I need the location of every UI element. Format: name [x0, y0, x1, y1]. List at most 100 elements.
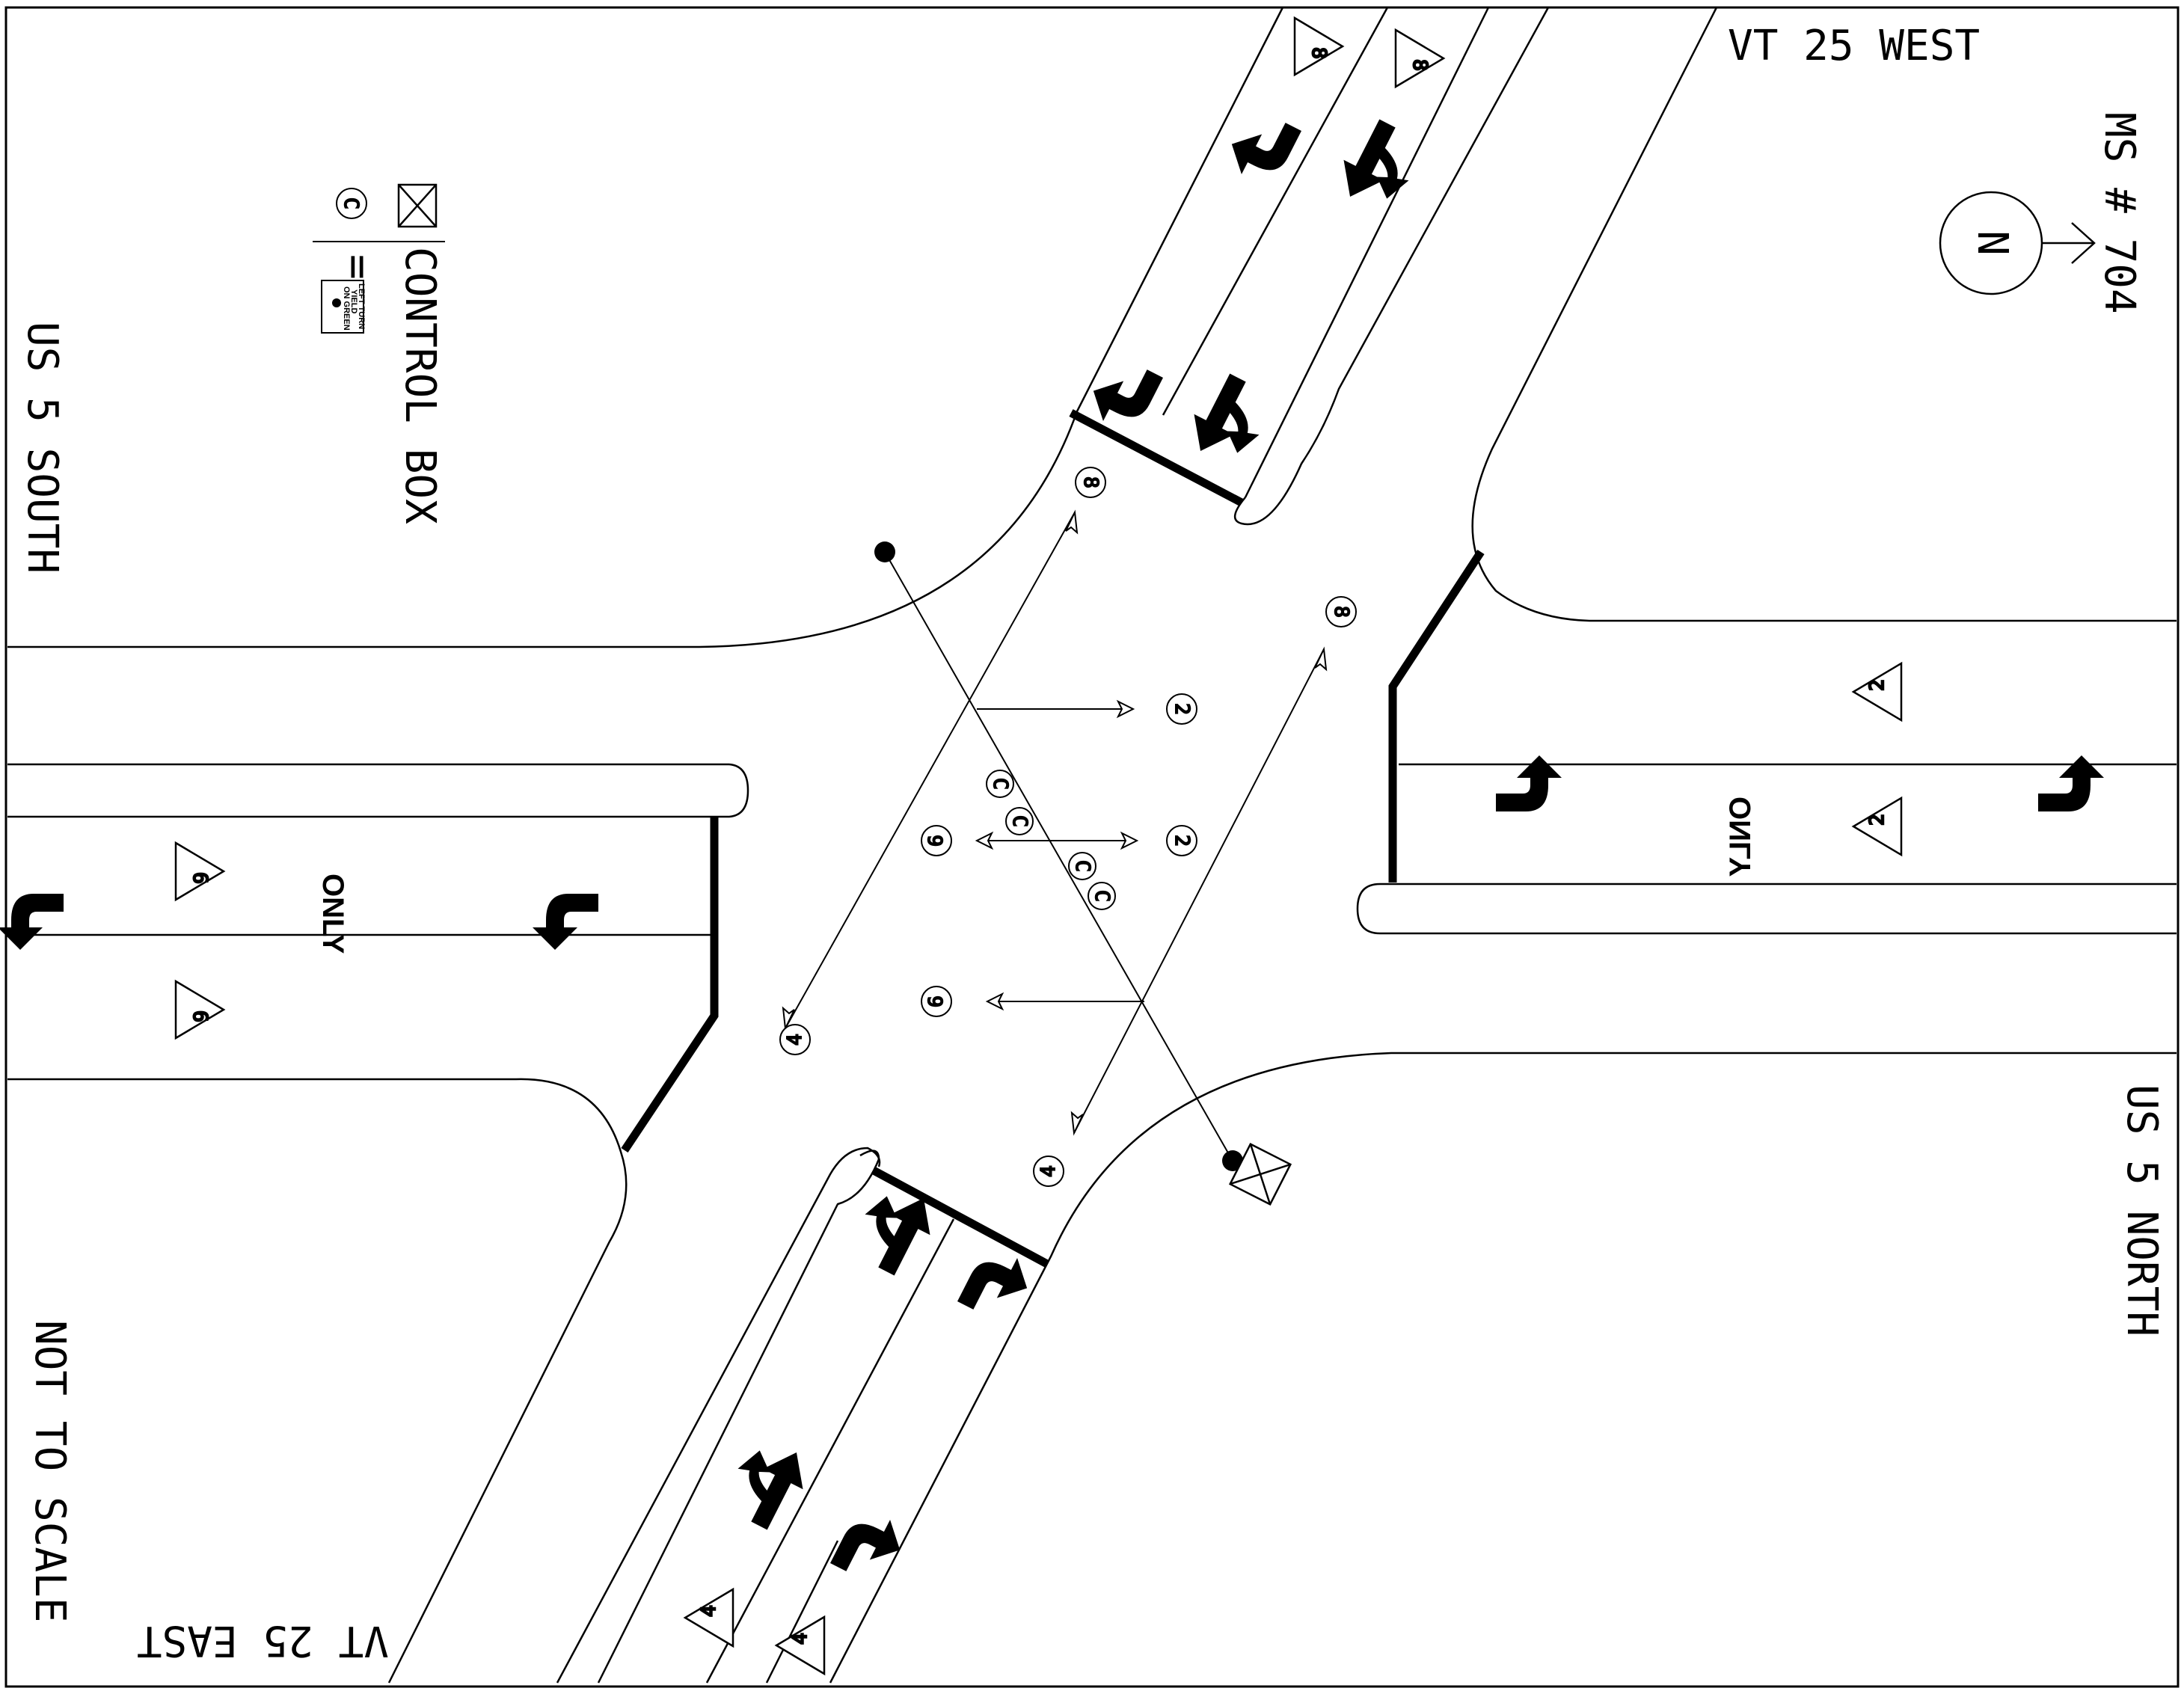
svg-text:4: 4 [1037, 1165, 1060, 1177]
legend-yield-sign: LEFT TURN YIELD ON GREEN [321, 280, 366, 334]
ne-curb [1471, 7, 2177, 622]
west-phase-6-triangle-2: 6 [174, 979, 226, 1040]
phase-circle-2b: 2 [1166, 825, 1197, 856]
north-head-line-2 [1073, 648, 1325, 1134]
legend-control-box [397, 183, 438, 228]
north-right-turn-arrow-1 [1221, 105, 1301, 190]
head-arrow-2b [1120, 831, 1139, 850]
south-phase-4-triangle-2: 4 [774, 1615, 826, 1676]
svg-text:2: 2 [1866, 814, 1889, 826]
svg-text:8: 8 [1330, 606, 1352, 618]
north-phase-8-triangle-1: 8 [1293, 16, 1345, 77]
conflict-circle-1: C [986, 770, 1014, 798]
north-lane-line-2 [1244, 7, 1490, 498]
north-label: N [1968, 230, 2016, 256]
head-arrow-2a [1116, 699, 1135, 719]
phase-circle-4a: 4 [779, 1024, 811, 1055]
north-head-line-1 [785, 512, 1076, 1029]
control-box [1228, 1142, 1292, 1206]
svg-text:6: 6 [188, 872, 211, 884]
head-arrow-6a [975, 831, 994, 850]
north-lane-line-1 [1162, 7, 1389, 416]
svg-text:C: C [340, 197, 362, 209]
vt25-east-label: VT 25 EAST [137, 1616, 389, 1665]
head-arrow-4a [782, 1006, 795, 1031]
svg-text:C: C [1008, 815, 1031, 827]
legend-equals: = [334, 254, 382, 280]
head-arrow-4b [1070, 1111, 1084, 1136]
north-stop-bar [1069, 409, 1244, 506]
south-right-turn-arrow-2 [830, 1504, 910, 1589]
svg-text:C: C [989, 778, 1011, 790]
north-phase-8-triangle-2: 8 [1394, 28, 1446, 89]
north-thru-left-arrow-1 [1330, 113, 1428, 218]
west-stop-bar [621, 817, 719, 1153]
diagonal-span-wire [884, 551, 1233, 1161]
span-poles [874, 541, 1243, 1171]
south-stop-bar [871, 1167, 1049, 1268]
svg-text:6: 6 [188, 1010, 211, 1022]
conflict-circle-4: C [1088, 882, 1116, 910]
west-phase-6-triangle-1: 6 [174, 841, 226, 902]
phase-circle-6b: 6 [921, 986, 952, 1017]
south-lane-line-1 [705, 1218, 955, 1684]
se-curb [829, 1052, 2177, 1684]
svg-text:8: 8 [1079, 476, 1102, 488]
phase-circle-4b: 4 [1033, 1156, 1064, 1187]
phase-triangles: 6 6 2 2 8 8 4 4 [174, 16, 1903, 1676]
west-island [7, 763, 749, 818]
nw-curb [7, 7, 1284, 648]
nw-pole [874, 541, 895, 562]
svg-text:4: 4 [789, 1633, 812, 1645]
us5-south-label: US 5 SOUTH [18, 322, 67, 574]
legend-conflict-circle: C [336, 188, 367, 219]
phase-circle-6a: 6 [921, 825, 952, 856]
ms-number-label: MS # 704 [2095, 112, 2144, 314]
legend: C = CONTROL BOX LEFT TURN YIELD ON GREEN [313, 183, 445, 524]
svg-text:2: 2 [1171, 835, 1193, 847]
sw-curb [7, 1078, 628, 1684]
svg-text:4: 4 [784, 1034, 806, 1046]
svg-text:8: 8 [1408, 59, 1431, 71]
svg-text:2: 2 [1866, 679, 1889, 691]
phase-circle-8a: 8 [1075, 467, 1106, 498]
west-left-turn-arrow-1 [0, 894, 64, 950]
svg-text:4: 4 [698, 1605, 720, 1617]
head-arrow-8a [1065, 509, 1079, 535]
east-phase-2-triangle-1: 2 [1851, 661, 1903, 722]
signal-head-arrows [782, 509, 1328, 1136]
east-only-marking: ONLY [1724, 797, 1757, 877]
drawing-border [4, 6, 2180, 1688]
north-arrow-head [2071, 222, 2096, 264]
svg-text:YIELD: YIELD [349, 289, 358, 313]
se-pole [1222, 1150, 1243, 1171]
phase-circle-2a: 2 [1166, 693, 1197, 725]
svg-text:6: 6 [925, 995, 948, 1007]
north-arrow [1939, 191, 2096, 295]
legend-control-box-label: CONTROL BOX [396, 247, 444, 524]
stop-bars [621, 409, 1485, 1268]
east-island [1356, 883, 2177, 935]
head-arrow-6b [985, 992, 1004, 1011]
span-wires [785, 512, 1325, 1161]
svg-text:2: 2 [1171, 703, 1193, 715]
not-to-scale-label: NOT TO SCALE [25, 1320, 74, 1623]
west-left-turn-arrow-2 [533, 894, 598, 950]
south-lane-line-2 [765, 1540, 839, 1684]
head-arrow-8b [1314, 646, 1328, 672]
phase-circles: 8 8 2 2 6 6 4 4 C C C C [779, 467, 1357, 1187]
svg-text:ON GREEN: ON GREEN [342, 286, 351, 331]
south-island [597, 1150, 880, 1684]
phase-circle-8b: 8 [1325, 596, 1357, 627]
road-edges [7, 7, 2177, 1684]
conflict-circle-3: C [1068, 852, 1096, 880]
svg-text:LEFT TURN: LEFT TURN [357, 283, 366, 329]
south-island-outline [556, 1147, 881, 1684]
conflict-circle-2: C [1005, 807, 1034, 835]
west-only-marking: ONLY [316, 874, 349, 954]
svg-text:8: 8 [1307, 47, 1330, 59]
north-island [1234, 7, 1550, 526]
north-thru-left-arrow-2 [1180, 367, 1278, 472]
